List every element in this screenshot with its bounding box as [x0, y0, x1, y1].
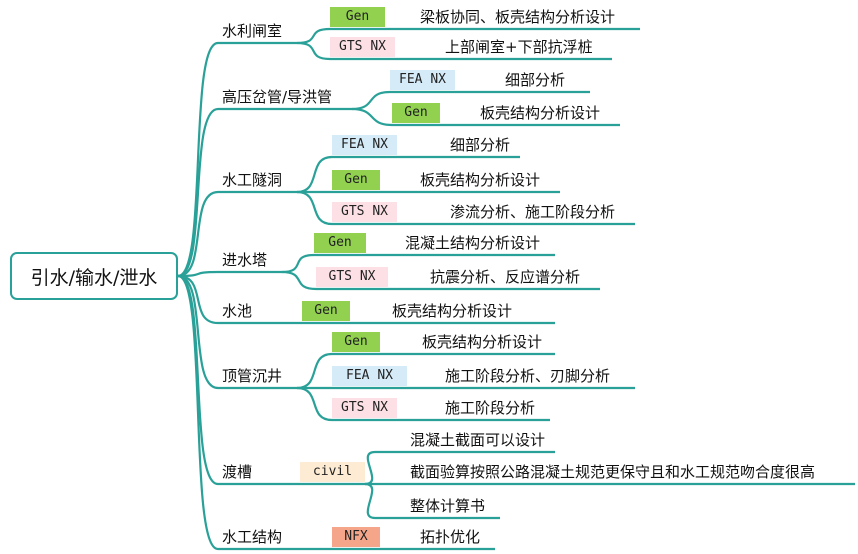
software-tag: NFX [332, 527, 380, 547]
item-connector [364, 450, 376, 486]
item-connector [364, 482, 376, 520]
item-description: 梁板协同、板壳结构分析设计 [420, 8, 616, 26]
item-description: 细部分析 [450, 136, 511, 154]
category-label: 水利闸室 [222, 22, 283, 40]
root-branch-connector [177, 274, 219, 486]
item-description: 抗震分析、反应谱分析 [430, 268, 581, 286]
software-tag: GTS NX [332, 398, 397, 418]
root-branch-connector [177, 107, 219, 278]
item-description: 细部分析 [505, 71, 566, 89]
software-tag: FEA NX [332, 135, 397, 155]
item-connector [296, 41, 331, 61]
item-connector [281, 270, 317, 291]
software-tag: civil [300, 462, 365, 482]
software-tag: Gen [330, 7, 385, 27]
item-description: 板壳结构分析设计 [422, 333, 543, 351]
item-description: 上部闸室+下部抗浮桩 [445, 38, 593, 56]
item-connector [296, 27, 331, 45]
item-description: 渗流分析、施工阶段分析 [450, 203, 616, 221]
item-connector [351, 107, 393, 127]
category-label: 水池 [222, 302, 253, 320]
software-tag: Gen [302, 301, 350, 321]
root-branch-connector [177, 190, 219, 278]
root-node: 引水/输水/泄水 [10, 252, 178, 300]
software-tag: Gen [314, 233, 366, 253]
category-label: 顶管沉井 [222, 367, 283, 385]
item-description: 板壳结构分析设计 [480, 104, 601, 122]
software-tag: GTS NX [332, 202, 397, 222]
category-label: 水工结构 [222, 528, 283, 546]
item-description: 整体计算书 [410, 497, 486, 515]
software-tag: Gen [332, 332, 380, 352]
item-description: 混凝土截面可以设计 [410, 431, 546, 449]
software-tag: Gen [332, 170, 380, 190]
software-tag: Gen [392, 103, 440, 123]
root-branch-connector [177, 41, 219, 278]
item-connector [281, 253, 315, 274]
item-connector [296, 190, 333, 226]
item-description: 板壳结构分析设计 [420, 171, 541, 189]
category-label: 高压岔管/导洪管 [222, 88, 333, 106]
software-tag: FEA NX [332, 366, 407, 386]
category-label: 水工隧洞 [222, 171, 283, 189]
item-connector [351, 90, 391, 111]
root-branch-connector [177, 274, 219, 390]
item-connector [296, 352, 333, 390]
item-connector [296, 386, 333, 422]
root-branch-connector [177, 274, 219, 325]
software-tag: GTS NX [330, 37, 395, 57]
item-connector [296, 155, 333, 194]
software-tag: GTS NX [316, 267, 388, 287]
item-description: 截面验算按照公路混凝土规范更保守且和水工规范吻合度很高 [410, 463, 816, 481]
software-tag: FEA NX [390, 70, 455, 90]
category-label: 渡槽 [222, 463, 253, 481]
item-description: 板壳结构分析设计 [392, 302, 513, 320]
item-description: 拓扑优化 [420, 528, 481, 546]
item-description: 施工阶段分析、刃脚分析 [445, 367, 611, 385]
item-description: 施工阶段分析 [445, 399, 536, 417]
root-branch-connector [177, 274, 219, 551]
item-description: 混凝土结构分析设计 [405, 234, 541, 252]
category-label: 进水塔 [222, 251, 268, 269]
root-branch-connector [177, 270, 219, 278]
